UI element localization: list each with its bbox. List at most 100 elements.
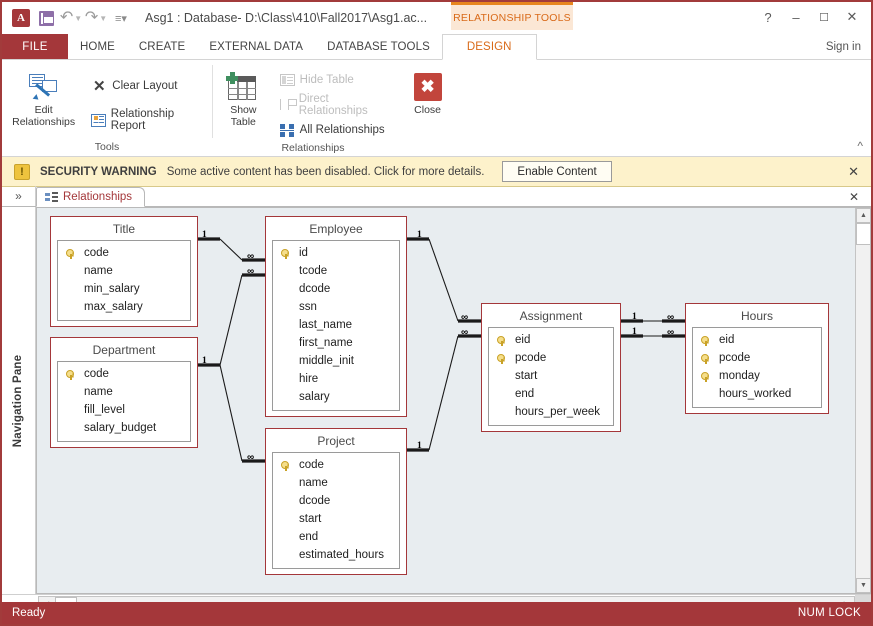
show-table-label-line2: Table [231,116,256,128]
direct-relationships-button[interactable]: Direct Relationships [276,93,399,117]
tab-home[interactable]: HOME [68,34,127,59]
table-field[interactable]: pcode [693,349,821,367]
edit-relationships-label-line2: Relationships [12,116,75,128]
table-field[interactable]: min_salary [58,280,190,298]
table-field[interactable]: end [489,385,613,403]
contextual-tab-label: RELATIONSHIP TOOLS [451,2,573,30]
table-field[interactable]: salary [273,388,399,406]
field-name: fill_level [82,404,125,416]
vertical-scroll-thumb[interactable] [856,223,871,245]
table-field[interactable]: eid [693,331,821,349]
table-field[interactable]: id [273,244,399,262]
navigation-pane-toggle-icon[interactable]: » [2,186,36,206]
navigation-pane[interactable]: Navigation Pane [2,207,36,594]
sign-in-link[interactable]: Sign in [826,34,871,59]
table-field[interactable]: fill_level [58,401,190,419]
table-field[interactable]: end [273,528,399,546]
table-field[interactable]: max_salary [58,298,190,316]
cardinality-many-label: ∞ [461,327,467,338]
table-field[interactable]: start [489,367,613,385]
table-field[interactable]: name [273,474,399,492]
tab-external-data[interactable]: EXTERNAL DATA [197,34,315,59]
restore-icon[interactable]: ☐ [811,4,837,30]
table-box-hours[interactable]: Hourseidpcodemondayhours_worked [685,303,829,414]
field-name: hours_worked [717,388,791,400]
table-field[interactable]: estimated_hours [273,546,399,564]
table-field[interactable]: dcode [273,492,399,510]
table-field[interactable]: start [273,510,399,528]
save-icon[interactable] [35,7,57,29]
help-icon[interactable]: ? [755,4,781,30]
table-field[interactable]: code [58,244,190,262]
table-field[interactable]: pcode [489,349,613,367]
field-name: pcode [717,352,750,364]
minimize-icon[interactable]: – [783,4,809,30]
close-button-label: Close [414,104,441,116]
table-field[interactable]: code [273,456,399,474]
tab-create[interactable]: CREATE [127,34,197,59]
clear-layout-button[interactable]: ✕ Clear Layout [87,74,212,98]
tab-design[interactable]: DESIGN [442,34,537,60]
table-field[interactable]: hours_worked [693,385,821,403]
status-left: Ready [12,607,45,619]
security-warning-close-icon[interactable]: ✕ [848,164,859,180]
primary-key-icon [701,336,717,345]
table-field[interactable]: eid [489,331,613,349]
relationship-report-button[interactable]: Relationship Report [87,108,212,132]
table-field[interactable]: ssn [273,298,399,316]
table-box-title[interactable]: Title code name min_salary max_salary [50,216,198,327]
table-field[interactable]: last_name [273,316,399,334]
table-box-employee[interactable]: Employeeidtcodedcodessnlast_namefirst_na… [265,216,407,417]
close-button[interactable]: ✖ Close [402,66,453,116]
hide-table-label: Hide Table [300,74,354,86]
edit-relationships-button[interactable]: Edit Relationships [4,66,83,128]
scroll-down-button[interactable]: ▼ [856,578,871,593]
table-field[interactable]: code [58,365,190,383]
document-tab-row: » Relationships ✕ [2,187,871,207]
undo-icon[interactable]: ↶▼ [60,7,82,29]
table-field[interactable]: first_name [273,334,399,352]
tab-file[interactable]: FILE [2,34,68,59]
table-box-assignment[interactable]: Assignmenteidpcodestartendhours_per_week [481,303,621,432]
field-name: name [82,265,113,277]
field-name: hours_per_week [513,406,600,418]
hide-table-button[interactable]: Hide Table [276,68,399,92]
field-name: min_salary [82,283,140,295]
tab-database-tools[interactable]: DATABASE TOOLS [315,34,442,59]
table-field[interactable]: hours_per_week [489,403,613,421]
table-field[interactable]: name [58,262,190,280]
relationships-canvas[interactable]: Titlecodenamemin_salarymax_salaryDepartm… [36,207,871,594]
table-field[interactable]: middle_init [273,352,399,370]
field-name: id [297,247,308,259]
table-field-list: id tcodedcodessnlast_namefirst_namemiddle… [272,240,400,411]
window-title: Asg1 : Database- D:\Class\410\Fall2017\A… [145,11,427,25]
table-field[interactable]: salary_budget [58,419,190,437]
title-bar: A ↶▼ ↷▼ ≡▾ Asg1 : Database- D:\Class\410… [2,2,871,34]
cardinality-one-label: 1 [202,356,207,366]
show-table-button[interactable]: Show Table [217,66,270,128]
table-box-department[interactable]: Department codename fill_level salary_budge… [50,337,198,448]
table-title: Title [51,217,197,240]
scroll-up-button[interactable]: ▲ [856,208,871,223]
collapse-ribbon-caret-icon[interactable]: ^ [857,139,863,153]
status-bar: Ready NUM LOCK [2,602,871,624]
table-title: Department [51,338,197,361]
ribbon-group-tools-label: Tools [2,141,212,157]
clear-layout-icon: ✕ [91,77,107,95]
table-field[interactable]: tcode [273,262,399,280]
all-relationships-button[interactable]: All Relationships [276,118,399,142]
table-field[interactable]: hire [273,370,399,388]
table-field[interactable]: dcode [273,280,399,298]
table-field[interactable]: name [58,383,190,401]
tab-relationships[interactable]: Relationships [36,187,145,207]
enable-content-button[interactable]: Enable Content [502,161,611,182]
document-tab-close-icon[interactable]: ✕ [849,190,859,204]
table-field[interactable]: monday [693,367,821,385]
primary-key-icon [701,354,717,363]
vertical-scrollbar[interactable]: ▲ ▼ [855,208,870,593]
close-window-icon[interactable]: ✕ [839,4,865,30]
customize-quick-access-icon[interactable]: ≡▾ [110,7,132,29]
table-box-project[interactable]: Projectcodenamedcodestartendestimated_ho… [265,428,407,575]
redo-icon[interactable]: ↷▼ [85,7,107,29]
